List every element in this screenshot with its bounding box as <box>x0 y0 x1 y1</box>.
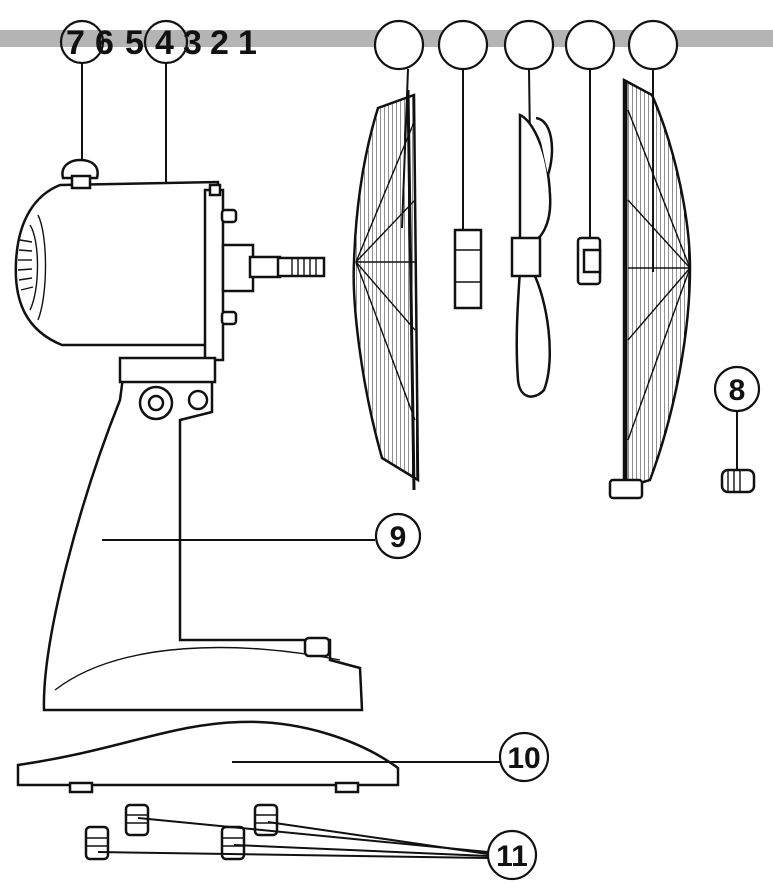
callout-label-11: 11 <box>496 840 528 873</box>
empty-callout-circle <box>564 19 616 71</box>
motor-housing <box>14 158 326 362</box>
fan-blade <box>510 113 554 398</box>
callout-9: 9 <box>102 512 422 560</box>
callout-10: 10 <box>232 731 550 783</box>
top-number-row: 7 6 5 4 3 2 1 <box>66 24 257 62</box>
number-3: 3 <box>183 24 202 62</box>
callout-11: 11 <box>97 817 538 881</box>
empty-callout-circle <box>503 19 555 71</box>
front-grille <box>608 77 692 500</box>
empty-callout-circle <box>437 19 489 71</box>
mounting-nut <box>453 228 483 310</box>
number-2: 2 <box>210 24 229 62</box>
callout-label-10: 10 <box>507 742 540 775</box>
callout-label-8: 8 <box>729 374 746 407</box>
number-4: 4 <box>155 24 174 62</box>
callout-label-9: 9 <box>390 521 407 554</box>
empty-callout-circle <box>373 19 425 71</box>
number-5: 5 <box>125 24 144 62</box>
base-plate <box>16 720 400 794</box>
foot-screws <box>84 803 279 861</box>
number-7: 7 <box>66 24 85 62</box>
spinner-cap <box>576 236 602 286</box>
number-1: 1 <box>238 24 257 62</box>
empty-callout-circles <box>373 19 679 71</box>
empty-callout-circle <box>627 19 679 71</box>
fan-stand <box>42 356 364 712</box>
callout-8: 8 <box>713 365 761 494</box>
rear-grille <box>352 89 420 491</box>
